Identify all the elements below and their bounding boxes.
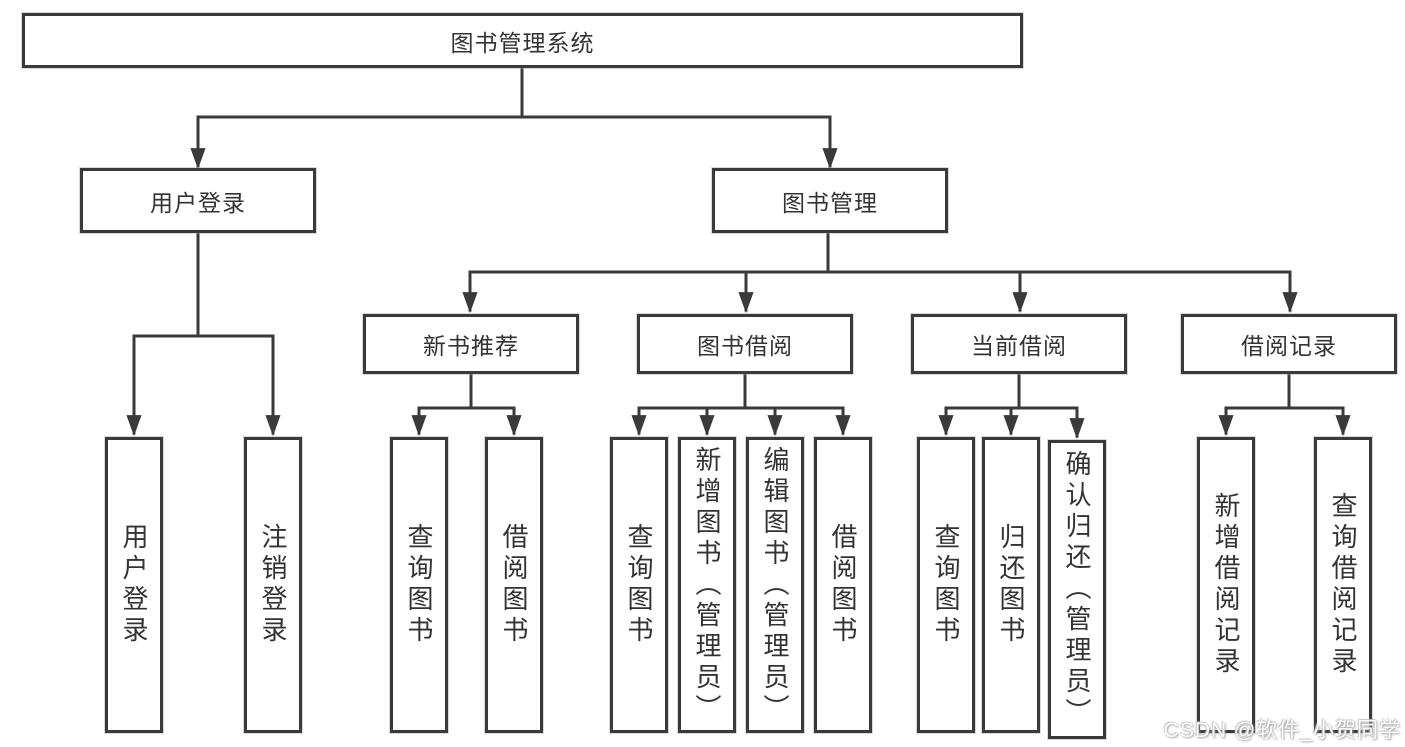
leaf-borrow-book: 借阅图书 — [814, 437, 872, 733]
node-label: 确认归还（管理员） — [1062, 450, 1092, 729]
node-label: 新增借阅记录 — [1211, 492, 1241, 678]
csdn-watermark: CSDN @软件_小贺同学 — [1163, 719, 1401, 742]
leaf-edit-book-admin: 编辑图书（管理员） — [746, 437, 804, 733]
node-new-book-recommend: 新书推荐 — [363, 314, 579, 374]
node-user-login: 用户登录 — [80, 168, 316, 233]
node-book-management: 图书管理 — [712, 168, 948, 233]
node-current-borrow: 当前借阅 — [911, 314, 1127, 374]
node-library-system: 图书管理系统 — [22, 13, 1023, 68]
node-label: 注销登录 — [258, 523, 288, 647]
leaf-query-book-recommend: 查询图书 — [390, 437, 448, 733]
node-label: 图书管理系统 — [450, 29, 595, 56]
node-label: 借阅图书 — [828, 523, 858, 647]
node-label: 当前借阅 — [971, 333, 1067, 359]
leaf-query-borrow-record: 查询借阅记录 — [1314, 437, 1372, 733]
node-label: 图书借阅 — [697, 333, 793, 359]
node-label: 新增图书（管理员） — [692, 445, 722, 725]
leaf-logout: 注销登录 — [244, 437, 302, 733]
node-label: 查询图书 — [404, 523, 434, 647]
leaf-query-book-current: 查询图书 — [917, 437, 975, 733]
node-book-borrow: 图书借阅 — [637, 314, 853, 374]
leaf-borrow-book-recommend: 借阅图书 — [485, 437, 543, 733]
node-label: 归还图书 — [996, 523, 1026, 647]
node-label: 借阅记录 — [1241, 333, 1337, 359]
connectors — [126, 66, 1351, 440]
leaf-confirm-return-admin: 确认归还（管理员） — [1048, 440, 1106, 739]
node-label: 借阅图书 — [499, 523, 529, 647]
leaf-user-login: 用户登录 — [105, 437, 163, 733]
node-label: 用户登录 — [150, 189, 246, 216]
leaf-return-book: 归还图书 — [982, 437, 1040, 733]
node-label: 查询图书 — [931, 523, 961, 647]
leaf-query-book-borrow: 查询图书 — [610, 437, 668, 733]
leaf-add-book-admin: 新增图书（管理员） — [678, 437, 736, 733]
leaf-add-borrow-record: 新增借阅记录 — [1197, 437, 1255, 733]
node-label: 图书管理 — [782, 189, 878, 216]
node-label: 查询借阅记录 — [1328, 492, 1358, 678]
node-label: 用户登录 — [119, 523, 149, 647]
node-borrow-record: 借阅记录 — [1181, 314, 1397, 374]
node-label: 编辑图书（管理员） — [760, 445, 790, 725]
node-label: 查询图书 — [624, 523, 654, 647]
node-label: 新书推荐 — [423, 333, 519, 359]
